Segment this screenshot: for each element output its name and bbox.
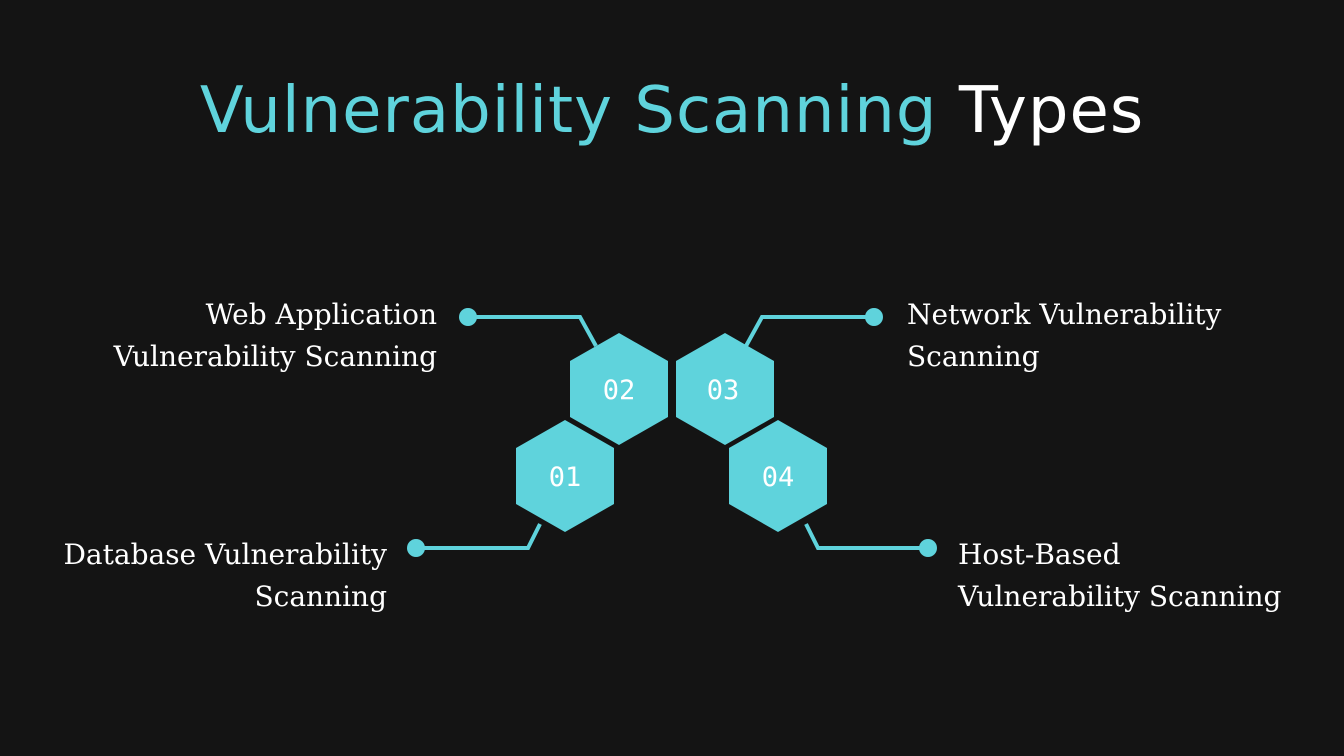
step-label-line: Vulnerability Scanning (113, 340, 437, 373)
hexagon-number-03: 03 (707, 375, 740, 406)
step-label-line: Scanning (254, 580, 387, 613)
connector-dot-04 (919, 539, 937, 557)
step-label-04: Host-Based Vulnerability Scanning (958, 534, 1281, 618)
connector-01 (416, 523, 542, 550)
hexagon-04 (729, 420, 827, 532)
slide-title: Vulnerability Scanning Types (0, 66, 1344, 156)
connector-03 (744, 315, 874, 347)
connector-dot-02 (459, 308, 477, 326)
hexagon-01 (516, 420, 614, 532)
hexagon-number-04: 04 (762, 462, 795, 493)
hexagon-02 (570, 333, 668, 445)
step-label-01: Database Vulnerability Scanning (63, 534, 387, 618)
connector-04 (804, 523, 928, 550)
step-label-02: Web Application Vulnerability Scanning (114, 294, 437, 378)
step-label-line: Network Vulnerability (907, 298, 1222, 331)
connector-02 (468, 315, 598, 347)
step-label-03: Network Vulnerability Scanning (907, 294, 1221, 378)
step-label-line: Database Vulnerability (63, 538, 387, 571)
step-label-line: Host-Based (958, 538, 1121, 571)
step-label-line: Vulnerability Scanning (958, 580, 1282, 613)
step-label-line: Scanning (907, 340, 1040, 373)
title-accent: Vulnerability Scanning (199, 74, 938, 148)
hexagon-number-02: 02 (603, 375, 636, 406)
hexagon-03 (676, 333, 774, 445)
step-label-line: Web Application (205, 298, 437, 331)
connector-dot-03 (865, 308, 883, 326)
title-plain: Types (958, 74, 1145, 148)
connector-dot-01 (407, 539, 425, 557)
hexagon-number-01: 01 (549, 462, 582, 493)
